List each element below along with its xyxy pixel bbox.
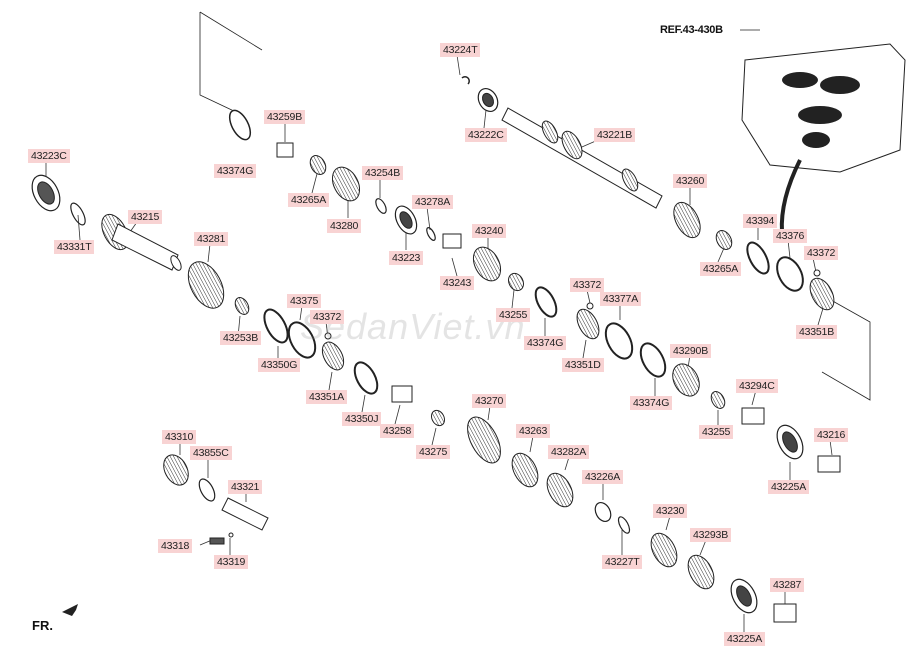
part-label-43351B[interactable]: 43351B [796,325,838,339]
part-label-43265A[interactable]: 43265A [700,262,742,276]
part-label-43351A[interactable]: 43351A [306,390,348,404]
part-label-43281[interactable]: 43281 [194,232,229,246]
part-label-43240[interactable]: 43240 [472,224,507,238]
part-label-43282A[interactable]: 43282A [548,445,590,459]
part-label-43350J[interactable]: 43350J [342,412,382,426]
part-label-43216[interactable]: 43216 [814,428,849,442]
part-label-43259B[interactable]: 43259B [264,110,306,124]
part-label-43278A[interactable]: 43278A [412,195,454,209]
part-label-43375[interactable]: 43375 [287,294,322,308]
part-label-43253B[interactable]: 43253B [220,331,262,345]
part-label-43374G[interactable]: 43374G [524,336,567,350]
part-label-43374G[interactable]: 43374G [630,396,673,410]
part-label-43372[interactable]: 43372 [804,246,839,260]
transmission-case-ref [62,43,906,616]
middle-shaft-group [187,233,841,623]
part-label-43260[interactable]: 43260 [673,174,708,188]
part-label-43280[interactable]: 43280 [327,219,362,233]
part-label-43223[interactable]: 43223 [389,251,424,265]
front-direction-label: FR. [32,618,53,633]
part-label-43258[interactable]: 43258 [380,424,415,438]
leader-lines [45,54,833,632]
reverse-idler-group [163,454,269,545]
bracket-lines [199,11,871,401]
part-label-43310[interactable]: 43310 [162,430,197,444]
part-label-43263[interactable]: 43263 [516,424,551,438]
part-label-43374G[interactable]: 43374G [214,164,257,178]
part-label-43376[interactable]: 43376 [773,229,808,243]
part-label-43351D[interactable]: 43351D [562,358,604,372]
part-label-43215[interactable]: 43215 [128,210,163,224]
part-label-43372[interactable]: 43372 [310,310,345,324]
part-label-43226A[interactable]: 43226A [582,470,624,484]
part-label-43321[interactable]: 43321 [228,480,263,494]
part-label-43255[interactable]: 43255 [496,308,531,322]
upper-shaft-group [31,76,835,311]
part-label-43319[interactable]: 43319 [214,555,249,569]
part-label-43221B[interactable]: 43221B [594,128,636,142]
part-label-43225A[interactable]: 43225A [724,632,766,646]
part-label-43265A[interactable]: 43265A [288,193,330,207]
part-label-43270[interactable]: 43270 [472,394,507,408]
part-label-43230[interactable]: 43230 [653,504,688,518]
part-label-43372[interactable]: 43372 [570,278,605,292]
part-label-43243[interactable]: 43243 [440,276,475,290]
part-label-43287[interactable]: 43287 [770,578,805,592]
part-label-43377A[interactable]: 43377A [600,292,642,306]
part-label-43350G[interactable]: 43350G [258,358,301,372]
part-label-43394[interactable]: 43394 [743,214,778,228]
part-label-43222C[interactable]: 43222C [465,128,507,142]
part-label-43224T[interactable]: 43224T [440,43,481,57]
part-label-43254B[interactable]: 43254B [362,166,404,180]
part-label-43223C[interactable]: 43223C [28,149,70,163]
part-label-43331T[interactable]: 43331T [54,240,95,254]
part-label-43275[interactable]: 43275 [416,445,451,459]
part-label-43318[interactable]: 43318 [158,539,193,553]
part-label-43290B[interactable]: 43290B [670,344,712,358]
reference-label: REF.43-430B [660,24,723,36]
part-label-43255[interactable]: 43255 [699,425,734,439]
part-label-43225A[interactable]: 43225A [768,480,810,494]
part-label-43227T[interactable]: 43227T [602,555,643,569]
part-label-43293B[interactable]: 43293B [690,528,732,542]
part-label-43855C[interactable]: 43855C [190,446,232,460]
part-label-43294C[interactable]: 43294C [736,379,778,393]
